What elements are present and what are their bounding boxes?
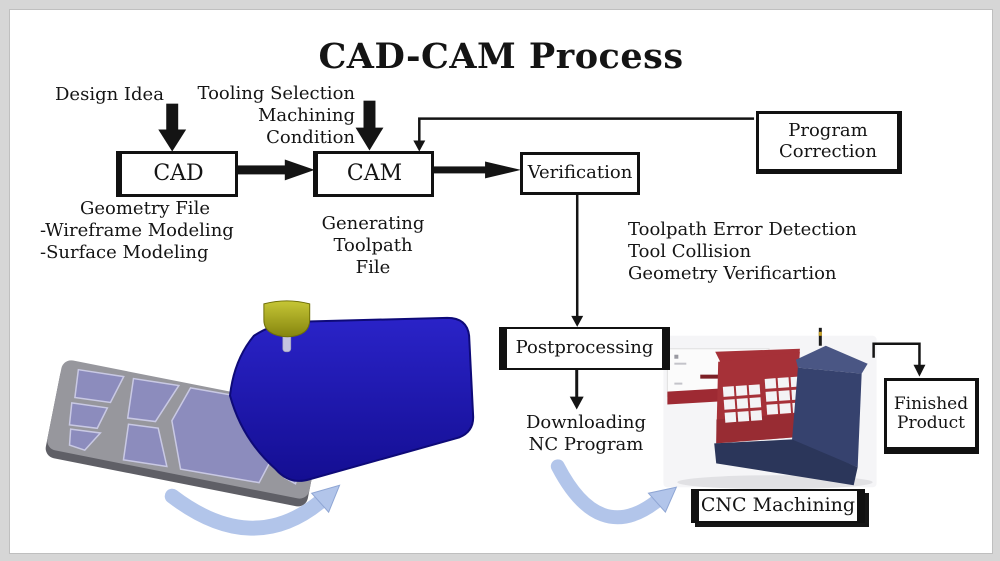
program-to-machine-curved-arrow-icon — [550, 459, 678, 525]
cam-label: CAM — [346, 160, 403, 186]
generating-toolpath-label: Generating Toolpath File — [284, 213, 462, 279]
toolpath-surface-illustration — [228, 316, 475, 482]
finished-product-line2: Product — [897, 413, 965, 433]
design-idea-arrow — [158, 103, 187, 152]
feedback-line — [413, 117, 755, 152]
finished-product-box: Finished Product — [884, 378, 979, 454]
geometry-item1: -Wireframe Modeling — [40, 220, 234, 241]
design-idea-label: Design Idea — [55, 84, 164, 105]
verification-note3: Geometry Verificartion — [628, 263, 837, 284]
milling-tool-icon — [263, 300, 311, 353]
tooling-line3: Condition — [266, 127, 355, 148]
program-correction-line2: Correction — [779, 140, 877, 162]
tooling-line1: Tooling Selection — [197, 83, 355, 104]
cad-to-cam-arrow — [230, 159, 315, 181]
downloading-nc-label: Downloading NC Program — [501, 412, 671, 456]
cnc-machining-box: CNC Machining — [691, 489, 865, 523]
postprocessing-down-arrow — [569, 365, 584, 410]
page-title: CAD-CAM Process — [318, 36, 684, 77]
tooling-arrow — [355, 100, 384, 151]
verification-note1: Toolpath Error Detection — [628, 219, 857, 240]
generating-line2: File — [355, 257, 391, 278]
geometry-item2: -Surface Modeling — [40, 242, 209, 263]
verification-down-arrow — [571, 189, 584, 327]
verification-note2: Tool Collision — [628, 241, 752, 262]
downloading-line2: NC Program — [528, 434, 644, 455]
verification-notes-label: Toolpath Error Detection Tool Collision … — [628, 219, 857, 285]
cam-box: CAM — [313, 151, 434, 197]
tooling-line2: Machining — [257, 105, 355, 126]
verification-label: Verification — [527, 162, 633, 184]
finished-product-line1: Finished — [893, 393, 969, 414]
finished-product-elbow-arrow — [872, 342, 926, 377]
postprocessing-box: Postprocessing — [499, 327, 670, 370]
cam-to-verification-arrow — [426, 161, 521, 179]
generating-line1: Generating Toolpath — [321, 213, 425, 256]
flow-arrows — [158, 100, 926, 410]
cad-box: CAD — [116, 151, 238, 197]
program-correction-line1: Program — [788, 120, 868, 142]
curved-transition-arrows — [164, 459, 678, 536]
geometry-file-label: Geometry File -Wireframe Modeling -Surfa… — [40, 198, 250, 264]
program-correction-box: Program Correction — [756, 111, 902, 174]
diagram-canvas: CAD-CAM Process CAD CAM Verification Pro… — [9, 9, 993, 554]
cad-to-cam-curved-arrow-icon — [164, 484, 341, 536]
cnc-machining-label: CNC Machining — [700, 494, 856, 517]
cad-model-illustration — [45, 360, 324, 507]
cad-label: CAD — [153, 160, 204, 186]
geometry-title: Geometry File — [80, 198, 210, 219]
diagram-graphics — [45, 100, 926, 536]
postprocessing-label: Postprocessing — [515, 337, 654, 359]
downloading-line1: Downloading — [526, 412, 646, 433]
verification-box: Verification — [520, 152, 640, 195]
tooling-selection-label: Tooling Selection Machining Condition — [196, 83, 355, 149]
cnc-machine-illustration — [663, 327, 877, 490]
